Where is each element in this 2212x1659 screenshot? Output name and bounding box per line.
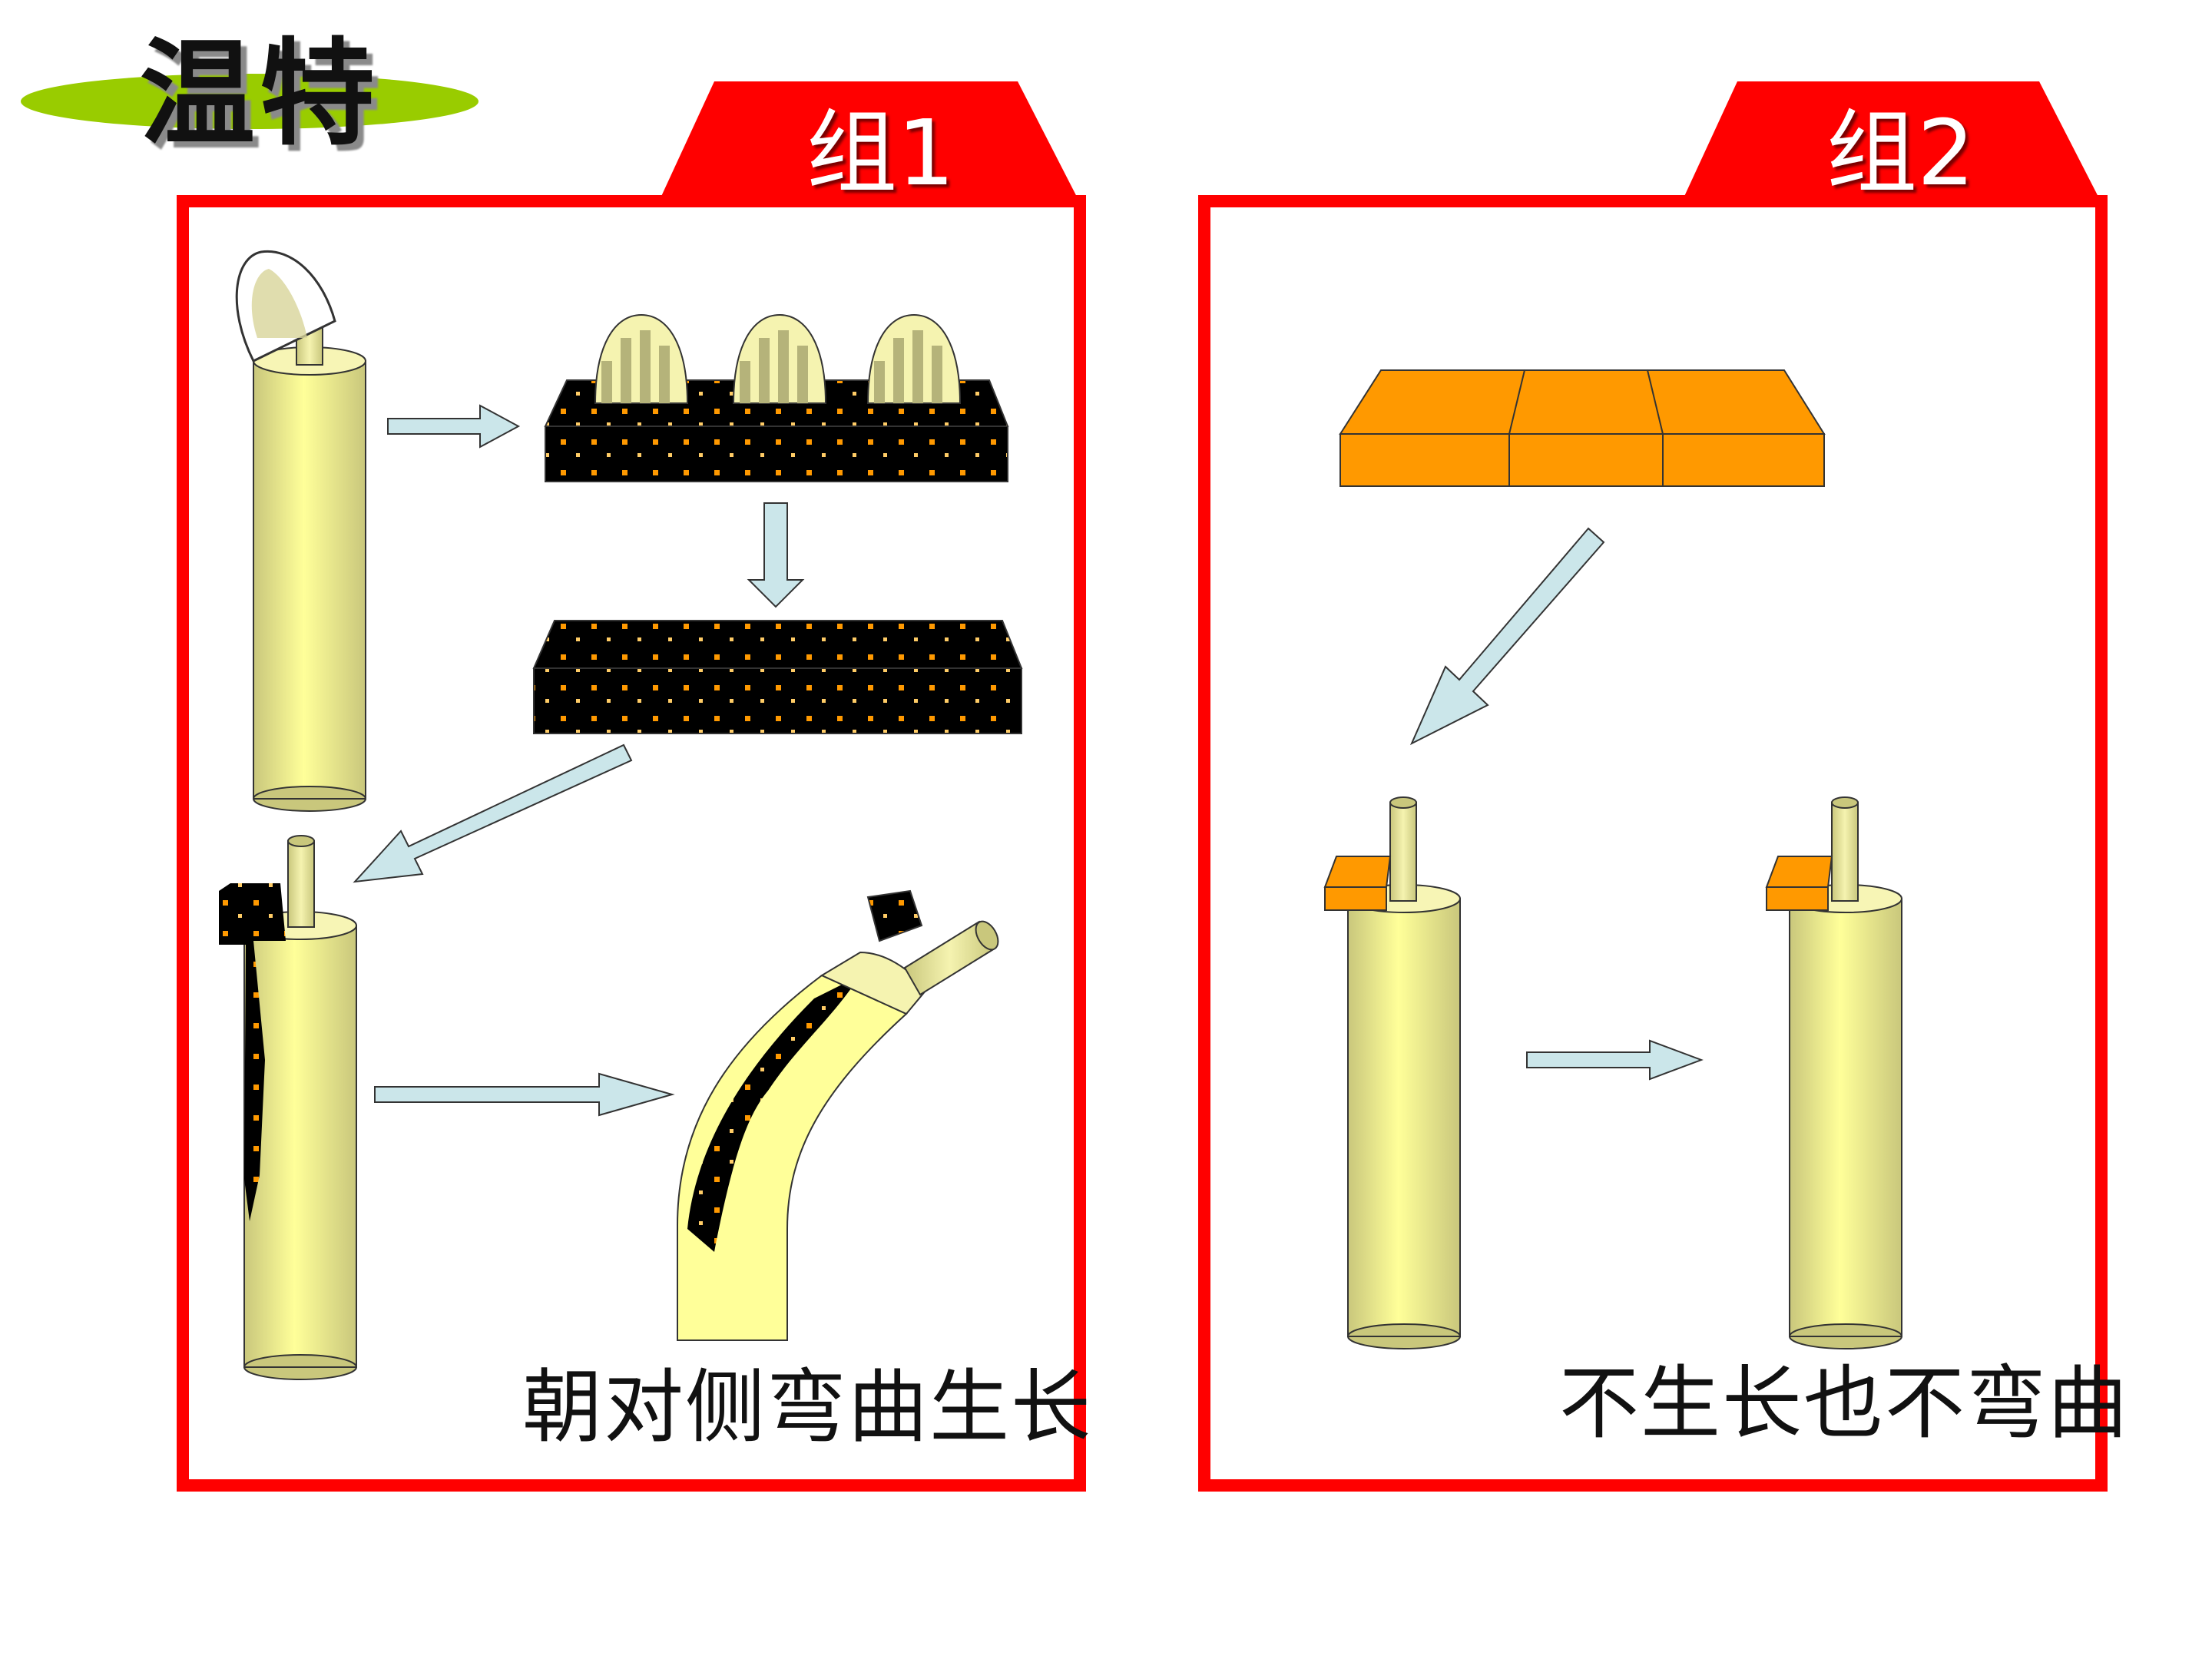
g2-coleoptile-right <box>1765 796 1902 1349</box>
page-title: 温特 <box>140 28 380 161</box>
bent-coleoptile <box>677 889 999 1341</box>
group2-frame <box>1198 81 2108 1492</box>
group1-result-caption: 朝对侧弯曲生长 <box>522 1360 1093 1454</box>
coleoptile-with-agar <box>219 835 357 1380</box>
group2-border <box>1198 195 2108 1492</box>
coleoptile-cut-tip <box>235 250 366 812</box>
arrow-diag-left <box>353 743 633 883</box>
group1-frame <box>177 81 1086 1492</box>
group1-label: 组1 <box>806 100 955 206</box>
group1-tab <box>659 81 1079 201</box>
arrow-to-agar <box>387 404 521 449</box>
agar-block-treated <box>532 620 1023 734</box>
title-pill <box>21 74 478 129</box>
group2-tab <box>1682 81 2101 201</box>
g2-coleoptile-left <box>1323 796 1461 1349</box>
agar-block-with-tips <box>544 313 1009 482</box>
arrow-g2-diag <box>1409 527 1605 746</box>
group2-result-caption: 不生长也不弯曲 <box>1559 1356 2130 1450</box>
arrow-g2-right <box>1526 1039 1704 1081</box>
arrow-to-bent <box>374 1072 675 1117</box>
arrow-down <box>747 502 805 608</box>
group2-label: 组2 <box>1826 100 1975 206</box>
group1-border <box>177 195 1086 1492</box>
agar-block-plain <box>1339 369 1826 487</box>
